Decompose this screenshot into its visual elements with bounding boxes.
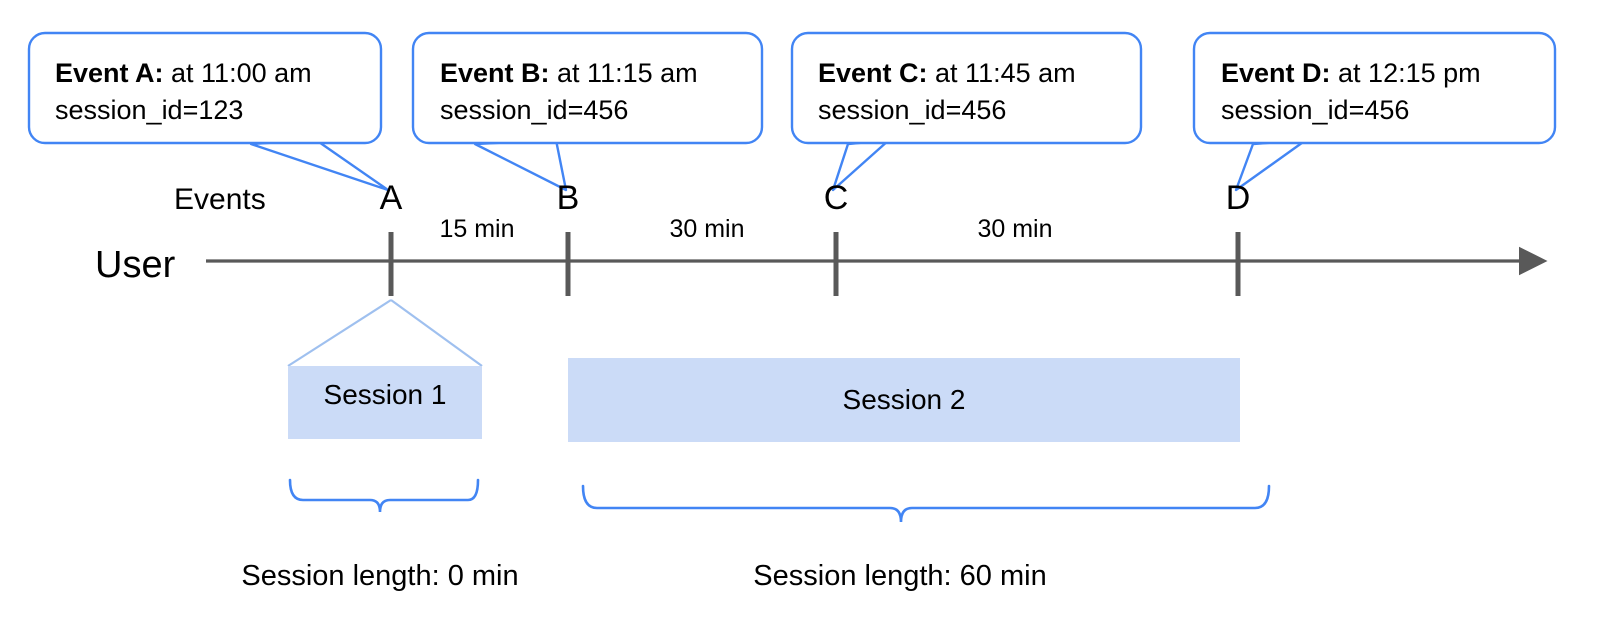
callout-a-line2: session_id=123 xyxy=(55,95,243,125)
callout-a-lead: Event A: xyxy=(55,58,164,88)
session-length-label-1: Session length: 0 min xyxy=(241,560,518,592)
callout-b-line1: Event B: at 11:15 am xyxy=(440,58,698,88)
session-bar-2[interactable]: Session 2 xyxy=(568,358,1240,442)
brace-session-2 xyxy=(581,484,1271,523)
callout-d-time: at 12:15 pm xyxy=(1331,58,1481,88)
callout-c-lead: Event C: xyxy=(818,58,928,88)
session-1-connector xyxy=(287,299,483,367)
gap-label-c-d: 30 min xyxy=(977,215,1052,243)
callout-b-time: at 11:15 am xyxy=(550,58,698,88)
callout-a-time: at 11:00 am xyxy=(164,58,312,88)
callout-c[interactable]: Event C: at 11:45 am session_id=456 xyxy=(790,31,1143,192)
callout-c-line1: Event C: at 11:45 am xyxy=(818,58,1076,88)
callout-a[interactable]: Event A: at 11:00 am session_id=123 xyxy=(27,31,390,192)
event-letter-c: C xyxy=(824,179,849,217)
callout-c-time: at 11:45 am xyxy=(928,58,1076,88)
callout-d-line2: session_id=456 xyxy=(1221,95,1409,125)
callout-c-line2: session_id=456 xyxy=(818,95,1006,125)
callout-b-tail xyxy=(473,138,568,192)
session-bar-1[interactable]: Session 1 xyxy=(288,366,482,439)
event-letter-d: D xyxy=(1226,179,1251,217)
session-bar-2-label: Session 2 xyxy=(843,384,966,415)
callout-a-tail xyxy=(249,138,390,192)
user-axis-label: User xyxy=(95,244,176,286)
callout-a-box xyxy=(27,31,383,145)
callout-b-lead: Event B: xyxy=(440,58,550,88)
callout-d-box xyxy=(1192,31,1557,145)
session-length-label-2: Session length: 60 min xyxy=(753,560,1046,592)
callout-d[interactable]: Event D: at 12:15 pm session_id=456 xyxy=(1192,31,1557,192)
callout-b-line2: session_id=456 xyxy=(440,95,628,125)
callout-d-line1: Event D: at 12:15 pm xyxy=(1221,58,1481,88)
event-letter-a: A xyxy=(380,179,403,217)
events-row-label: Events xyxy=(174,183,266,216)
callout-c-box xyxy=(790,31,1143,145)
gap-label-b-c: 30 min xyxy=(669,215,744,243)
callout-b[interactable]: Event B: at 11:15 am session_id=456 xyxy=(411,31,764,192)
brace-session-1 xyxy=(288,478,480,513)
gap-label-a-b: 15 min xyxy=(439,215,514,243)
callout-d-lead: Event D: xyxy=(1221,58,1331,88)
event-letter-b: B xyxy=(557,179,580,217)
session-bar-1-label: Session 1 xyxy=(324,379,447,410)
callout-b-box xyxy=(411,31,764,145)
callout-a-line1: Event A: at 11:00 am xyxy=(55,58,312,88)
